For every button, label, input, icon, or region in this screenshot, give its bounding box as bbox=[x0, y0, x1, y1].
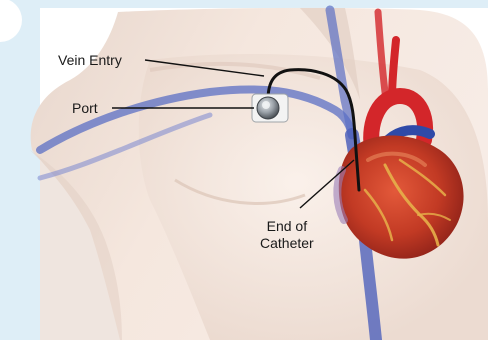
vein-entry-label: Vein Entry bbox=[58, 52, 122, 69]
aorta-branch bbox=[392, 40, 396, 98]
port-label: Port bbox=[72, 100, 98, 117]
top-background-panel bbox=[0, 0, 488, 8]
end-of-catheter-label-line2: Catheter bbox=[260, 235, 314, 252]
left-background-panel bbox=[0, 0, 40, 340]
port-device bbox=[252, 94, 288, 122]
end-of-catheter-label: End of Catheter bbox=[260, 218, 314, 252]
end-of-catheter-label-line1: End of bbox=[260, 218, 314, 235]
